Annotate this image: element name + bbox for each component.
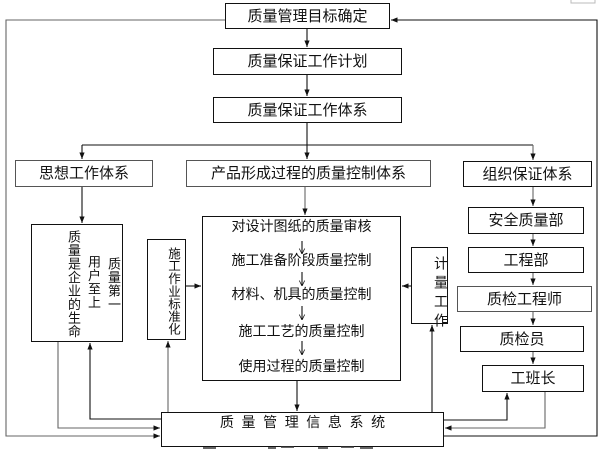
process-step: 施工工艺的质量控制 <box>238 324 365 340</box>
corner-mark <box>570 0 596 4</box>
quality-goal-box: 质量管理目标确定 <box>225 3 390 29</box>
assurance-system-label: 质量保证工作体系 <box>247 100 368 119</box>
assurance-plan-label: 质量保证工作计划 <box>247 52 368 70</box>
product-control-system-label: 产品形成过程的质量控制体系 <box>210 164 406 182</box>
slogan-quality-is-life: 质量是企业的生命 <box>65 230 80 338</box>
process-step: 施工准备阶段质量控制 <box>231 253 372 269</box>
slogan-box: 质量是企业的生命 用户至上 质量第一 <box>31 224 123 342</box>
quality-info-system-box: 质量管理信息系统 <box>161 412 444 447</box>
organization-system-box: 组织保证体系 <box>463 161 592 187</box>
org-chain-label: 质检员 <box>499 329 545 348</box>
assurance-plan-box: 质量保证工作计划 <box>213 48 402 75</box>
process-step: 使用过程的质量控制 <box>238 359 365 375</box>
arrow-info-system-to-team-leader <box>444 393 510 421</box>
process-step: 材料、机具的质量控制 <box>231 287 372 303</box>
construction-standardization-label: 施工作业标准化 <box>166 247 181 336</box>
quality-info-system-label: 质量管理信息系统 <box>219 415 393 431</box>
arrow-team-leader-to-info-system <box>445 392 546 431</box>
org-chain-qc-inspector: 质检员 <box>460 326 584 352</box>
slogan-quality-first: 质量第一 <box>105 257 120 311</box>
process-control-box: 对设计图纸的质量审核 施工准备阶段质量控制 材料、机具的质量控制 施工工艺的质量… <box>202 216 401 381</box>
assurance-system-box: 质量保证工作体系 <box>213 97 402 123</box>
metering-box: 计量工作 <box>411 247 448 332</box>
arrow-slogans-to-info-system <box>57 342 160 431</box>
org-chain-team-leader: 工班长 <box>482 365 584 392</box>
org-chain-label: 安全质量部 <box>488 211 564 229</box>
ideology-system-label: 思想工作体系 <box>38 164 129 182</box>
construction-standardization-box: 施工作业标准化 <box>147 239 186 340</box>
org-chain-label: 工程部 <box>503 250 549 269</box>
arrow-info-system-to-slogans <box>87 343 161 420</box>
metering-label: 计量工作 <box>432 256 448 332</box>
slogan-customer-first: 用户至上 <box>85 255 100 309</box>
process-step: 对设计图纸的质量审核 <box>231 219 372 235</box>
organization-system-label: 组织保证体系 <box>482 164 573 183</box>
product-control-system-box: 产品形成过程的质量控制体系 <box>186 160 431 187</box>
quality-goal-label: 质量管理目标确定 <box>247 6 368 25</box>
org-chain-engineering-dept: 工程部 <box>468 247 584 273</box>
org-chain-label: 工班长 <box>510 369 556 387</box>
ideology-system-box: 思想工作体系 <box>15 160 153 187</box>
caption-fragment <box>203 446 373 449</box>
org-chain-safety-quality-dept: 安全质量部 <box>468 207 584 234</box>
org-chain-qc-engineer: 质检工程师 <box>457 286 592 312</box>
org-chain-label: 质检工程师 <box>486 289 562 308</box>
